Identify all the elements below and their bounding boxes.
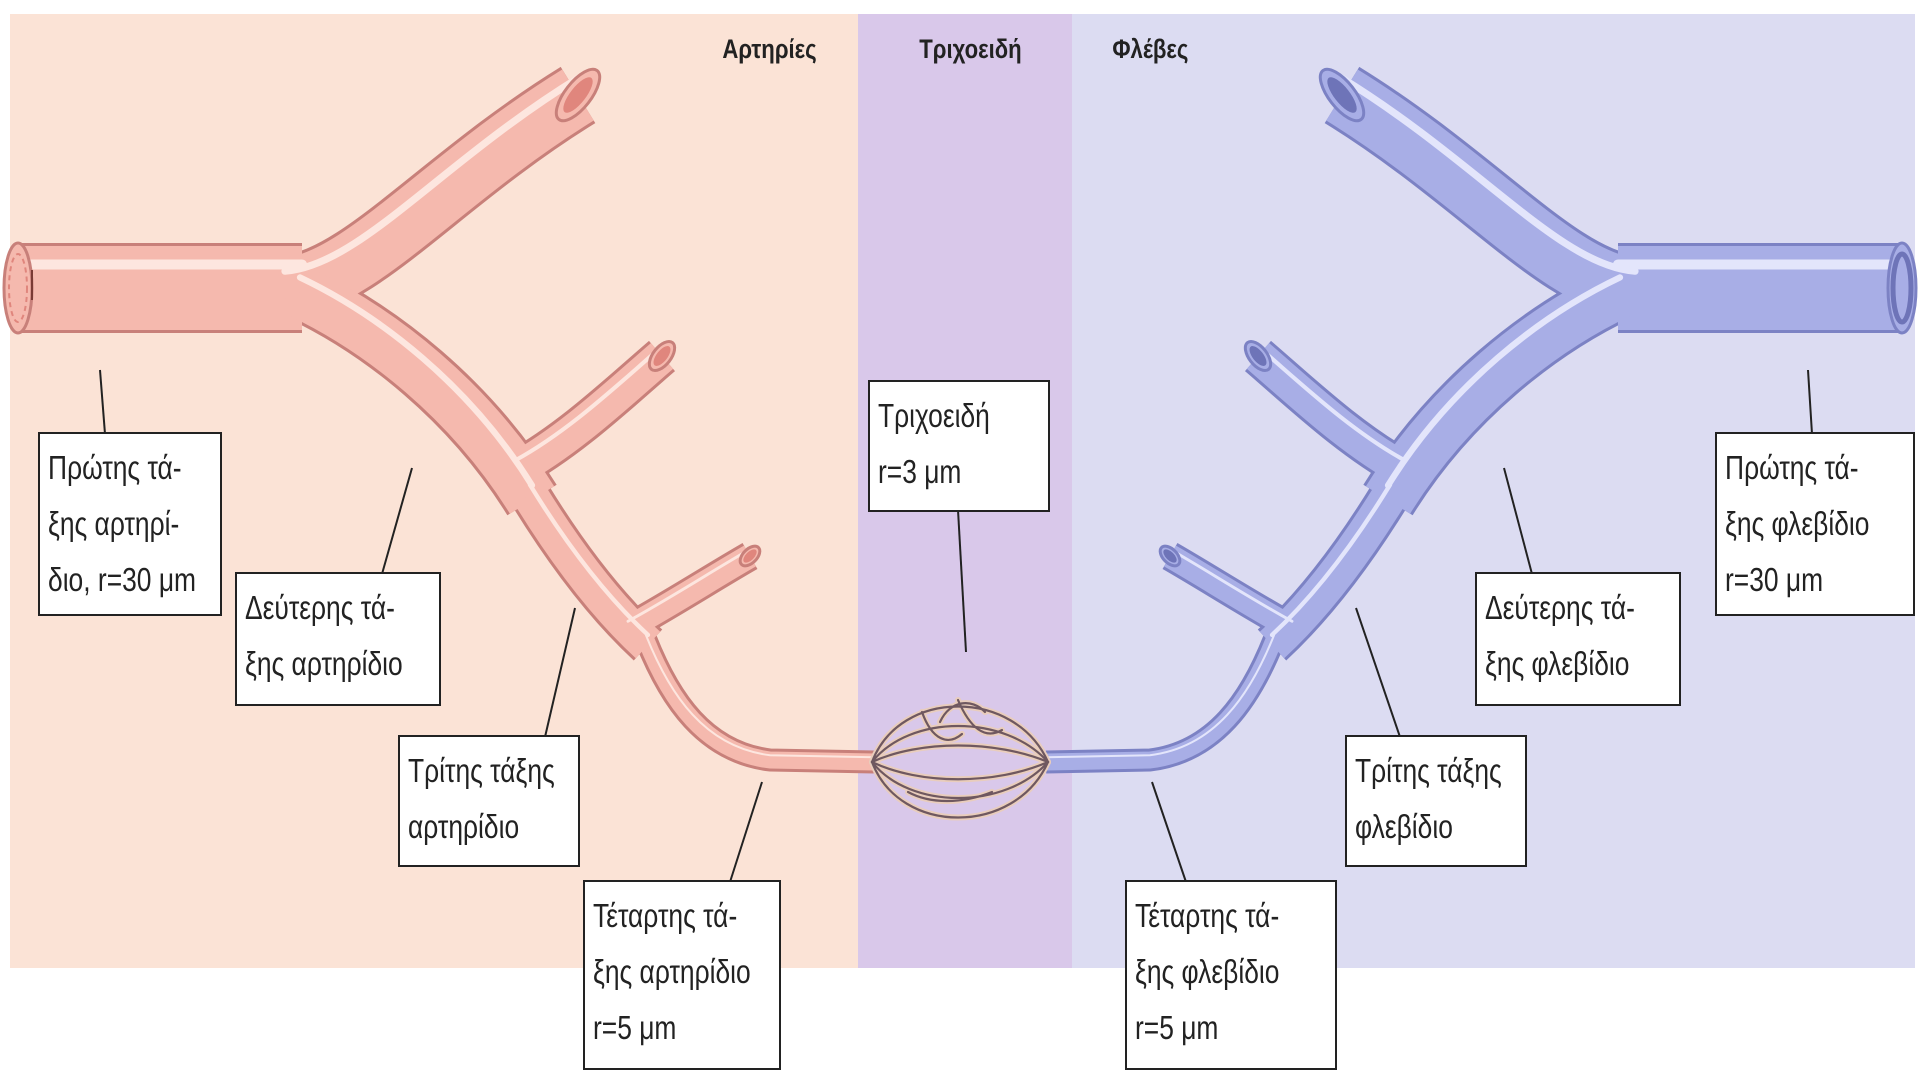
label-line: Πρώτης τά-: [1725, 440, 1869, 496]
label-third-order-venule: Τρίτης τάξης φλεβίδιο: [1345, 735, 1527, 867]
label-line: Τρίτης τάξης: [408, 743, 538, 799]
label-line: φλεβίδιο: [1355, 799, 1485, 855]
label-line: ξης φλεβίδιο: [1485, 636, 1634, 692]
arteries-header: Αρτηρίες: [700, 34, 840, 74]
label-line: ξης φλεβίδιο: [1135, 944, 1289, 1000]
capillaries-header: Τριχοειδή: [900, 34, 1040, 74]
label-line: r=3 μm: [878, 444, 1008, 500]
label-line: Τριχοειδή: [878, 388, 1008, 444]
label-line: Δεύτερης τά-: [1485, 580, 1634, 636]
label-line: ξης αρτηρίδιο: [593, 944, 735, 1000]
label-line: διο, r=30 μm: [48, 552, 179, 608]
label-line: r=30 μm: [1725, 552, 1869, 608]
label-line: ξης αρτηρίδιο: [245, 636, 394, 692]
veins-header: Φλέβες: [1080, 34, 1220, 74]
label-fourth-order-arteriole: Τέταρτης τά- ξης αρτηρίδιο r=5 μm: [583, 880, 781, 1070]
label-line: Τέταρτης τά-: [1135, 888, 1289, 944]
label-line: ξης φλεβίδιο: [1725, 496, 1869, 552]
label-third-order-arteriole: Τρίτης τάξης αρτηρίδιο: [398, 735, 580, 867]
label-line: Τρίτης τάξης: [1355, 743, 1485, 799]
label-line: Πρώτης τά-: [48, 440, 179, 496]
label-second-order-arteriole: Δεύτερης τά- ξης αρτηρίδιο: [235, 572, 441, 706]
label-fourth-order-venule: Τέταρτης τά- ξης φλεβίδιο r=5 μm: [1125, 880, 1337, 1070]
label-line: r=5 μm: [593, 1000, 735, 1056]
label-second-order-venule: Δεύτερης τά- ξης φλεβίδιο: [1475, 572, 1681, 706]
label-line: Τέταρτης τά-: [593, 888, 735, 944]
label-line: αρτηρίδιο: [408, 799, 538, 855]
label-line: Δεύτερης τά-: [245, 580, 394, 636]
label-line: r=5 μm: [1135, 1000, 1289, 1056]
label-line: ξης αρτηρί-: [48, 496, 179, 552]
label-capillary: Τριχοειδή r=3 μm: [868, 380, 1050, 512]
label-first-order-venule: Πρώτης τά- ξης φλεβίδιο r=30 μm: [1715, 432, 1915, 616]
label-first-order-arteriole: Πρώτης τά- ξης αρτηρί- διο, r=30 μm: [38, 432, 222, 616]
